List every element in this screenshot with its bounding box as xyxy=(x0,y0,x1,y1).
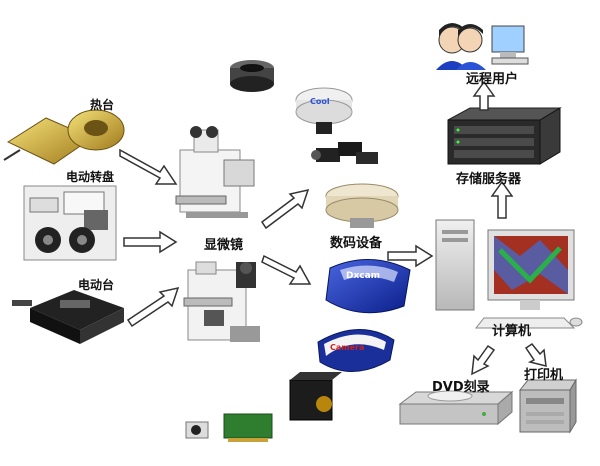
ring-camera-icon xyxy=(230,60,274,92)
inverted-microscope-icon xyxy=(183,261,260,342)
arrow-turret-to-microscope xyxy=(123,230,178,254)
computer-icon xyxy=(435,219,583,329)
arrow-microscope-to-cameras xyxy=(260,188,310,230)
label-printer: 打印机 xyxy=(524,368,564,383)
label-hot-stage: 热台 xyxy=(90,98,115,112)
cool-camera-icon xyxy=(295,87,353,134)
capture-card-text: Camera xyxy=(330,343,364,352)
round-camera-icon xyxy=(325,183,399,228)
label-motorized-stage: 电动台 xyxy=(78,278,115,292)
upright-microscope-icon xyxy=(175,126,255,218)
label-computer: 计算机 xyxy=(492,324,532,339)
label-motorized-turret: 电动转盘 xyxy=(66,170,115,184)
arrow-microscope-to-capture xyxy=(261,254,312,285)
dvd-burner-icon xyxy=(398,390,514,426)
label-microscope: 显微镜 xyxy=(204,238,244,253)
remote-user-icon xyxy=(436,23,529,70)
label-dvd-burner: DVD刻录 xyxy=(432,380,490,395)
arrow-stage-to-microscope xyxy=(126,286,180,328)
arrow-server-to-remote-user xyxy=(472,80,496,111)
capture-box-text: Dxcam xyxy=(346,271,380,281)
arrow-computer-to-dvd xyxy=(471,344,496,376)
printer-icon xyxy=(518,378,577,434)
label-storage-server: 存储服务器 xyxy=(456,172,522,187)
motorized-stage-icon xyxy=(12,290,124,344)
label-digital-device: 数码设备 xyxy=(330,236,383,251)
arrow-computer-to-printer xyxy=(524,342,547,367)
black-cube-camera-icon xyxy=(289,372,342,421)
camera-brand-text: Cool xyxy=(310,97,330,106)
capture-card-box-icon xyxy=(317,329,395,372)
arrow-devices-to-computer xyxy=(387,244,434,268)
storage-server-icon xyxy=(447,107,562,165)
label-remote-user: 远程用户 xyxy=(466,72,519,87)
arrow-hot-stage-to-microscope xyxy=(119,148,178,185)
arrow-computer-to-server xyxy=(490,180,514,219)
motorized-turret-icon xyxy=(23,185,117,261)
ccd-cameras-icon xyxy=(311,142,378,164)
capture-card-icon xyxy=(185,413,273,442)
dxcam-capture-box-icon xyxy=(325,259,411,314)
hot-stage-icon xyxy=(3,109,125,165)
